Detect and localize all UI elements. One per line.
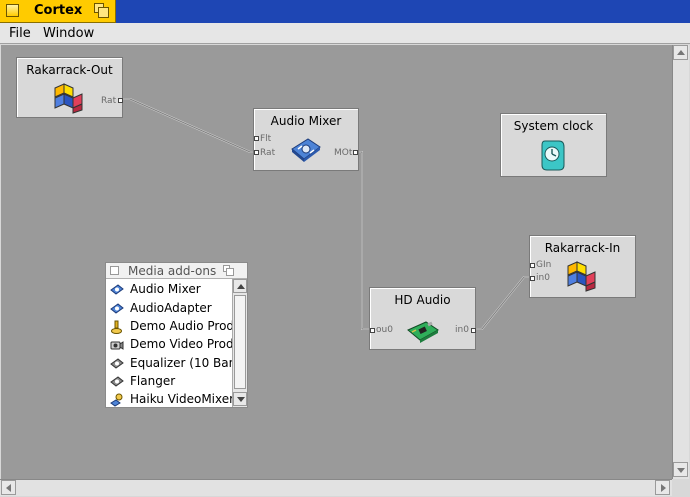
list-item[interactable]: AudioAdapter [108, 300, 234, 318]
port-input-label: ou0 [376, 325, 393, 335]
input-pin[interactable] [530, 276, 535, 281]
node-title: Rakarrack-In [544, 241, 621, 255]
addons-scrollbar[interactable] [232, 279, 247, 407]
scroll-left-button[interactable] [1, 480, 16, 495]
node-rakarrack-out[interactable]: Rakarrack-Out Rat [16, 57, 123, 118]
zoom-icon[interactable] [94, 3, 109, 18]
node-title: Audio Mixer [270, 114, 342, 128]
node-title: Rakarrack-Out [26, 63, 113, 77]
scroll-thumb[interactable] [234, 295, 246, 389]
item-label: Demo Video Produ [130, 337, 234, 351]
item-label: Haiku VideoMixer [130, 392, 234, 406]
title-bar[interactable] [0, 0, 690, 23]
resize-corner[interactable] [672, 479, 690, 497]
item-label: Demo Audio Produ [130, 319, 234, 333]
list-item[interactable]: Demo Video Produ [108, 336, 234, 354]
media-addons-window[interactable]: Media add-ons Audio Mixer AudioAdapter D… [105, 262, 248, 408]
mixer-icon [291, 138, 321, 162]
list-item[interactable]: Flanger [108, 373, 234, 391]
mixer-icon [110, 284, 124, 295]
speaker-icon [111, 320, 122, 334]
item-label: Audio Mixer [130, 282, 201, 296]
item-label: AudioAdapter [130, 301, 212, 315]
mixer-icon [110, 358, 124, 369]
list-item[interactable]: Demo Audio Produ [108, 318, 234, 336]
node-audio-mixer[interactable]: Audio Mixer Flt Rat MOt [253, 108, 359, 171]
camera-icon [110, 341, 124, 350]
addons-title-bar[interactable]: Media add-ons [106, 263, 247, 279]
list-item[interactable]: Haiku VideoMixer [108, 391, 234, 409]
item-label: Equalizer (10 Band [130, 356, 234, 370]
video-mixer-icon [110, 393, 123, 407]
mixer-icon [110, 303, 124, 314]
node-system-clock[interactable]: System clock [500, 113, 607, 177]
input-pin[interactable] [254, 150, 259, 155]
zoom-icon[interactable] [223, 265, 234, 276]
blocks-icon [54, 83, 83, 114]
list-item[interactable]: Equalizer (10 Band [108, 355, 234, 373]
window-tab[interactable]: Cortex [0, 0, 116, 23]
input-pin[interactable] [370, 328, 375, 333]
output-pin[interactable] [353, 150, 358, 155]
scroll-right-button[interactable] [655, 480, 670, 495]
output-pin[interactable] [471, 328, 476, 333]
sound-card-icon [407, 321, 439, 343]
port-input-label: in0 [536, 273, 550, 283]
scroll-down-button[interactable] [673, 462, 688, 477]
mixer-icon [110, 376, 124, 387]
wire-hdaudio-to-rakarrack [472, 276, 532, 330]
input-pin[interactable] [530, 263, 535, 268]
port-output-label: Rat [101, 96, 117, 106]
output-pin[interactable] [118, 98, 123, 103]
input-pin[interactable] [254, 136, 259, 141]
menu-file[interactable]: File [9, 26, 31, 41]
node-title: System clock [513, 119, 594, 133]
port-output-label: MOt [334, 148, 353, 158]
node-title: HD Audio [394, 293, 451, 307]
blocks-icon [567, 261, 596, 292]
scroll-up-button[interactable] [673, 45, 688, 60]
item-label: Flanger [130, 374, 176, 388]
port-output-label: in0 [455, 325, 469, 335]
close-icon[interactable] [6, 4, 19, 17]
port-input-label: GIn [536, 260, 552, 270]
horizontal-scrollbar[interactable] [0, 479, 672, 496]
scroll-up-button[interactable] [233, 279, 247, 293]
port-input-label: Flt [260, 134, 272, 144]
window-title: Cortex [34, 3, 83, 18]
menu-bar: File Window [0, 23, 690, 44]
addons-title: Media add-ons [128, 264, 217, 278]
vertical-scrollbar[interactable] [672, 45, 689, 479]
list-item[interactable]: Audio Mixer [108, 281, 234, 299]
menu-window[interactable]: Window [43, 26, 95, 41]
clock-icon [541, 140, 565, 171]
wire-rakarrack-to-mixer [120, 98, 257, 153]
scroll-down-button[interactable] [233, 392, 247, 406]
port-input-label: Rat [260, 148, 276, 158]
node-rakarrack-in[interactable]: Rakarrack-In GIn in0 [529, 235, 636, 298]
node-hd-audio[interactable]: HD Audio ou0 in0 [369, 287, 476, 350]
close-icon[interactable] [110, 266, 119, 275]
